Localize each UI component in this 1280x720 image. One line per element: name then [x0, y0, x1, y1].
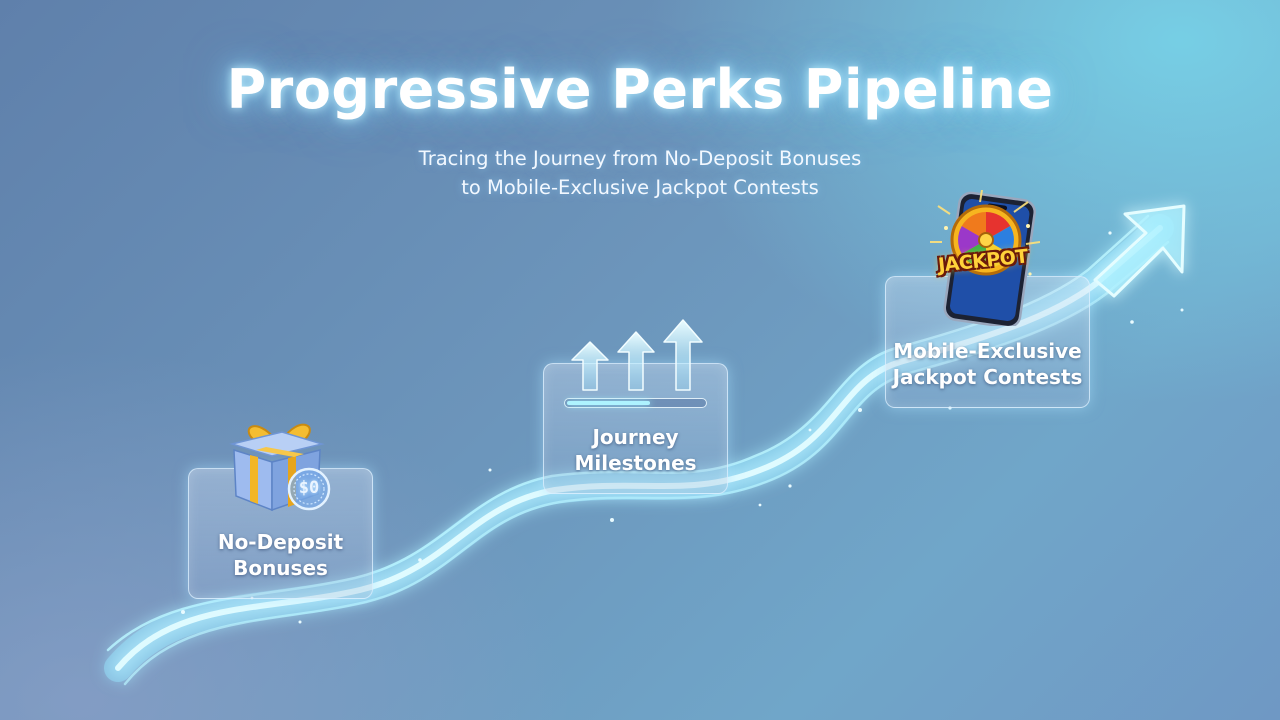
up-arrows-icon — [566, 316, 706, 394]
subtitle-line-2: to Mobile-Exclusive Jackpot Contests — [461, 176, 819, 199]
phone-jackpot-wheel-icon: JACKPOT — [930, 190, 1040, 326]
stage-label-line-2: Jackpot Contests — [892, 365, 1083, 389]
zero-dollar-coin-icon: $0 — [286, 466, 332, 512]
coin-badge-text: $0 — [298, 478, 320, 498]
page-title: Progressive Perks Pipeline — [226, 58, 1054, 121]
arrow-head-icon — [1093, 204, 1186, 298]
milestone-progress-bar — [564, 398, 707, 408]
stage-label-line-1: Mobile-Exclusive — [893, 339, 1082, 363]
page-subtitle: Tracing the Journey from No-Deposit Bonu… — [340, 144, 940, 202]
stage-label: No-Deposit Bonuses — [189, 529, 372, 581]
stage-label: Journey Milestones — [544, 424, 727, 476]
stage-label: Mobile-Exclusive Jackpot Contests — [886, 338, 1089, 390]
subtitle-line-1: Tracing the Journey from No-Deposit Bonu… — [418, 147, 862, 170]
stage-label-line-1: Journey — [592, 425, 679, 449]
sparkles — [181, 231, 1184, 624]
stage-label-line-2: Bonuses — [233, 556, 328, 580]
stage-label-line-1: No-Deposit — [217, 530, 344, 554]
stage-label-line-2: Milestones — [574, 451, 697, 475]
milestone-progress-fill — [567, 400, 650, 405]
path-glow — [104, 214, 1174, 686]
